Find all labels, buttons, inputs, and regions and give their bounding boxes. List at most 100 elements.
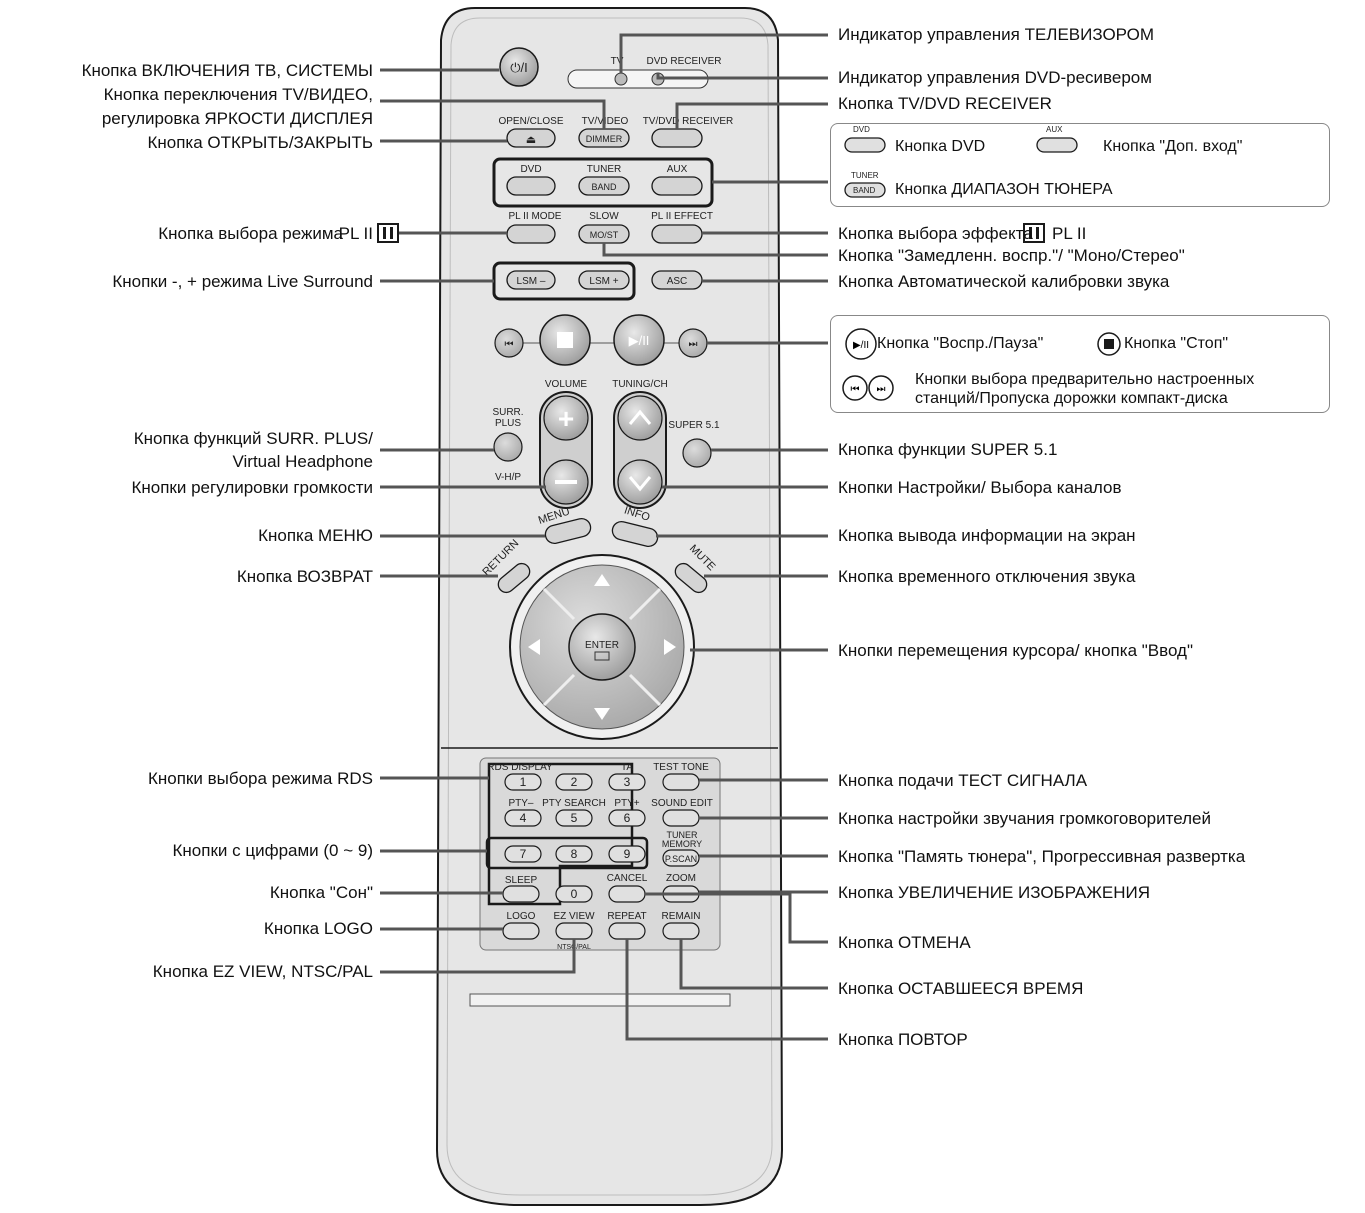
leader-remain [679, 939, 828, 990]
prev-button[interactable] [494, 328, 524, 358]
tuning-down-button[interactable] [617, 459, 663, 505]
logo-button[interactable] [502, 922, 540, 940]
num-5-text: 5 [571, 811, 578, 825]
mini-dvd-text: DVD [853, 125, 870, 134]
tuning-up-button[interactable] [617, 395, 663, 441]
info-button[interactable] [611, 520, 660, 549]
tuner-memory-text-1: TUNER [667, 830, 698, 840]
label-numbers: Кнопки с цифрами (0 ~ 9) [172, 841, 373, 860]
logo-text: LOGO [507, 911, 536, 922]
remain-button[interactable] [662, 922, 700, 940]
mo-st-text: MO/ST [590, 230, 619, 240]
legend-aux-text: Кнопка "Доп. вход" [1103, 138, 1243, 155]
numbers-group-frame [485, 836, 649, 870]
test-tone-button[interactable] [662, 773, 700, 791]
volume-up-button[interactable] [543, 395, 589, 441]
nav-right-button[interactable] [664, 639, 676, 655]
label-open-close: Кнопка ОТКРЫТЬ/ЗАКРЫТЬ [147, 133, 373, 152]
ez-view-button[interactable] [555, 922, 593, 940]
label-asc: Кнопка Автоматической калибровки звука [838, 272, 1170, 291]
play-pause-button[interactable] [613, 314, 665, 366]
pl-mode-button[interactable] [506, 224, 556, 244]
label-pl-effect-post: PL II [1052, 224, 1087, 243]
num-6-button[interactable] [608, 809, 646, 827]
label-menu: Кнопка МЕНЮ [258, 526, 373, 545]
label-super51: Кнопка функции SUPER 5.1 [838, 440, 1058, 459]
label-cancel: Кнопка ОТМЕНА [838, 933, 971, 952]
num-4-button[interactable] [504, 809, 542, 827]
nav-divider-3 [542, 673, 576, 707]
mini-band-button [844, 182, 886, 198]
dvd-button[interactable] [506, 176, 556, 196]
pscan-text: P.SCAN [665, 854, 697, 864]
open-close-text: OPEN/CLOSE [498, 116, 563, 127]
remain-text: REMAIN [662, 911, 701, 922]
label-ez-view: Кнопка EZ VIEW, NTSC/PAL [152, 962, 373, 981]
tv-indicator-led [614, 72, 628, 86]
num-5-button[interactable] [555, 809, 593, 827]
num-8-button[interactable] [555, 845, 593, 863]
label-pl-mode-pre: Кнопка выбора режима [158, 224, 343, 243]
lsm-plus-button[interactable] [578, 270, 630, 290]
enter-button[interactable] [568, 613, 636, 681]
surr-text: SURR. [492, 407, 523, 418]
tuner-memory-text-2: MEMORY [662, 839, 702, 849]
legend-stop-text: Кнопка "Стоп" [1124, 335, 1229, 352]
mini-aux-button [1036, 137, 1078, 153]
open-close-button[interactable] [506, 128, 556, 148]
tv-dvd-text: TV/DVD RECEIVER [643, 116, 734, 127]
repeat-button[interactable] [608, 922, 646, 940]
label-zoom: Кнопка УВЕЛИЧЕНИЕ ИЗОБРАЖЕНИЯ [838, 883, 1151, 902]
mute-button[interactable] [672, 560, 710, 595]
surr-plus-button[interactable] [493, 432, 523, 462]
num-7-button[interactable] [504, 845, 542, 863]
aux-text: AUX [667, 164, 688, 175]
num-9-button[interactable] [608, 845, 646, 863]
pty-search-text: PTY SEARCH [542, 798, 606, 809]
nav-divider-2 [628, 587, 662, 621]
num-2-button[interactable] [555, 773, 593, 791]
tv-dvd-button[interactable] [651, 128, 703, 148]
tuner-memory-button[interactable] [662, 849, 700, 867]
label-repeat: Кнопка ПОВТОР [838, 1030, 968, 1049]
menu-button[interactable] [544, 517, 593, 546]
num-1-button[interactable] [504, 773, 542, 791]
chevron-up-icon [628, 409, 652, 425]
num-9-text: 9 [624, 847, 631, 861]
num-0-button[interactable] [555, 885, 593, 903]
num-3-button[interactable] [608, 773, 646, 791]
pl-effect-button[interactable] [651, 224, 703, 244]
return-button[interactable] [495, 560, 533, 595]
num-8-text: 8 [571, 847, 578, 861]
sound-edit-button[interactable] [662, 809, 700, 827]
asc-text: ASC [667, 276, 688, 287]
nav-divider-4 [628, 673, 662, 707]
rds-group-frame [487, 762, 634, 906]
num-2-text: 2 [571, 775, 578, 789]
plus-text: PLUS [495, 418, 521, 429]
label-lsm: Кнопки -, + режима Live Surround [112, 272, 373, 291]
nav-up-button[interactable] [594, 574, 610, 586]
aux-button[interactable] [651, 176, 703, 196]
label-tv-video-2: регулировка ЯРКОСТИ ДИСПЛЕЯ [101, 109, 373, 128]
sleep-button[interactable] [502, 885, 540, 903]
power-button[interactable] [499, 47, 539, 87]
mini-prev-icon: ⏮ [851, 384, 860, 395]
nav-left-button[interactable] [528, 639, 540, 655]
volume-text: VOLUME [545, 379, 588, 390]
band-text: BAND [591, 182, 617, 192]
lsm-minus-button[interactable] [506, 270, 556, 290]
num-0-text: 0 [571, 887, 578, 901]
tuner-band-button[interactable] [578, 176, 630, 196]
power-icon: ⏻/I [510, 60, 528, 75]
label-sleep: Кнопка "Сон" [269, 883, 373, 902]
label-pl-mode-post: PL II [338, 224, 373, 243]
nav-down-button[interactable] [594, 708, 610, 720]
legend-skip-text-2: станций/Пропуска дорожки компакт-диска [915, 390, 1228, 407]
mini-aux-text: AUX [1046, 125, 1063, 134]
minus-icon [555, 480, 577, 484]
pty-plus-text: PTY+ [614, 798, 639, 809]
mini-next-icon: ⏭ [877, 384, 886, 395]
cancel-button[interactable] [608, 885, 646, 903]
super51-button[interactable] [682, 438, 712, 468]
